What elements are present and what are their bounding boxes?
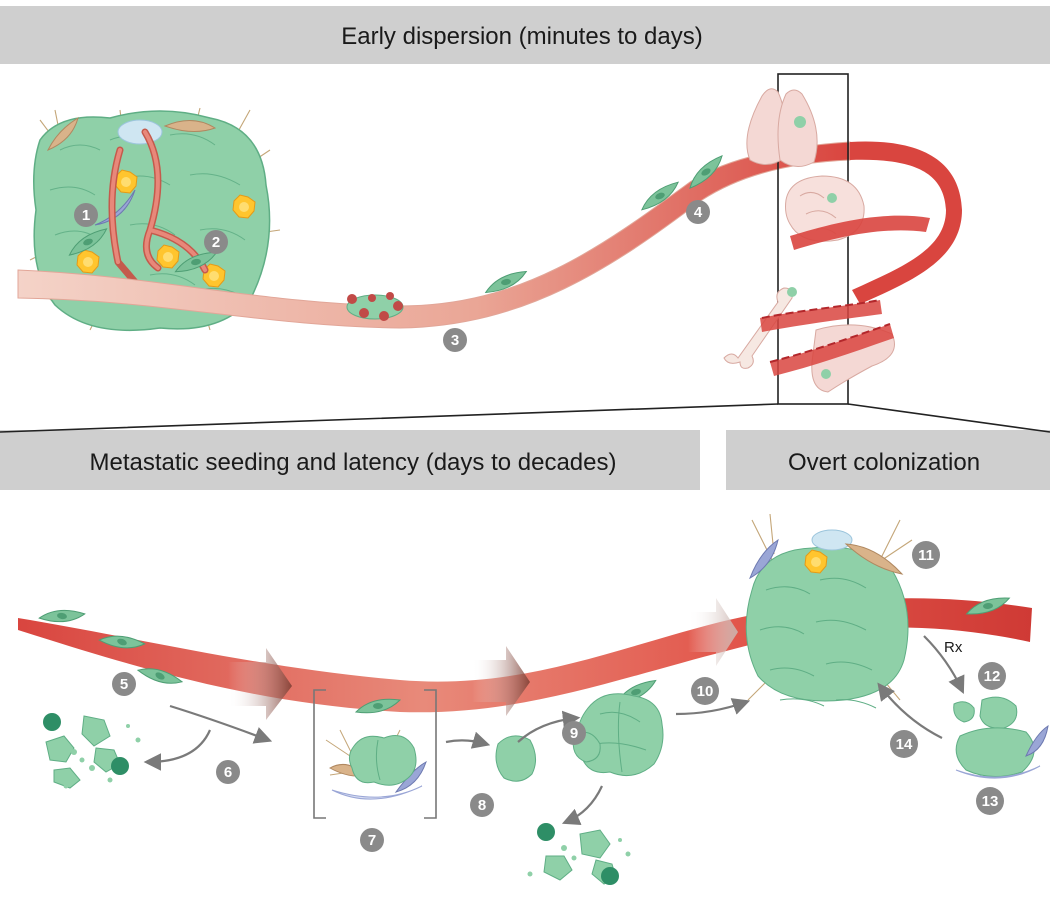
flow-arrow-3 <box>688 598 738 666</box>
svg-text:11: 11 <box>918 547 934 564</box>
step-badge-4: 4 <box>686 200 710 224</box>
step-badge-7: 7 <box>360 828 384 852</box>
arrow-6-death <box>143 729 212 771</box>
zoom-lines <box>0 403 1050 433</box>
organ-vessels <box>760 141 962 376</box>
dying-cells-bottom <box>527 823 631 885</box>
flow-arrow-2 <box>472 646 530 716</box>
step-badge-9: 9 <box>562 721 586 745</box>
step-badge-3: 3 <box>443 328 467 352</box>
early-dispersion-title: Early dispersion (minutes to days) <box>341 23 702 50</box>
svg-text:8: 8 <box>478 797 486 814</box>
seeding-banner <box>0 430 700 490</box>
arrow-8 <box>517 710 581 743</box>
step-badge-12: 12 <box>978 662 1006 690</box>
early-dispersion-banner <box>0 6 1050 64</box>
micrometastasis-9 <box>572 693 664 777</box>
overt-metastasis <box>745 513 913 709</box>
arrow-6 <box>169 704 273 744</box>
svg-text:4: 4 <box>694 204 703 221</box>
arrow-10 <box>675 698 751 716</box>
step-badge-14: 14 <box>890 730 918 758</box>
step-badge-8: 8 <box>470 793 494 817</box>
flow-arrow-1 <box>228 648 292 720</box>
step-badge-2: 2 <box>204 230 228 254</box>
arrow-9-death <box>561 785 603 826</box>
dying-cells-left <box>43 713 141 789</box>
svg-text:1: 1 <box>82 207 90 224</box>
svg-text:14: 14 <box>896 736 913 753</box>
target-organs <box>723 88 895 393</box>
svg-text:13: 13 <box>982 793 999 810</box>
target-organs-box <box>777 73 849 405</box>
residual-disease <box>953 696 1049 779</box>
svg-text:5: 5 <box>120 676 128 693</box>
step-badge-6: 6 <box>216 760 240 784</box>
svg-text:12: 12 <box>984 668 1001 685</box>
svg-text:7: 7 <box>368 832 376 849</box>
step-badge-5: 5 <box>112 672 136 696</box>
svg-text:3: 3 <box>451 332 459 349</box>
step-badge-1: 1 <box>74 203 98 227</box>
svg-text:10: 10 <box>697 683 714 700</box>
step-badge-10: 10 <box>691 677 719 705</box>
overt-colonization-title: Overt colonization <box>788 449 980 476</box>
single-cell-8 <box>495 735 536 782</box>
arrow-relapse <box>877 682 943 739</box>
arrow-therapy <box>923 635 965 694</box>
arrow-7 <box>445 731 491 749</box>
circulating-cluster <box>346 292 404 321</box>
latency-niche <box>313 689 437 819</box>
svg-text:2: 2 <box>212 234 220 251</box>
therapy-label: Rx <box>944 639 963 656</box>
svg-text:9: 9 <box>570 725 578 742</box>
seeding-title: Metastatic seeding and latency (days to … <box>90 449 617 476</box>
step-badge-13: 13 <box>976 787 1004 815</box>
overt-colonization-banner <box>726 430 1050 490</box>
step-badge-11: 11 <box>912 541 940 569</box>
svg-text:6: 6 <box>224 764 232 781</box>
